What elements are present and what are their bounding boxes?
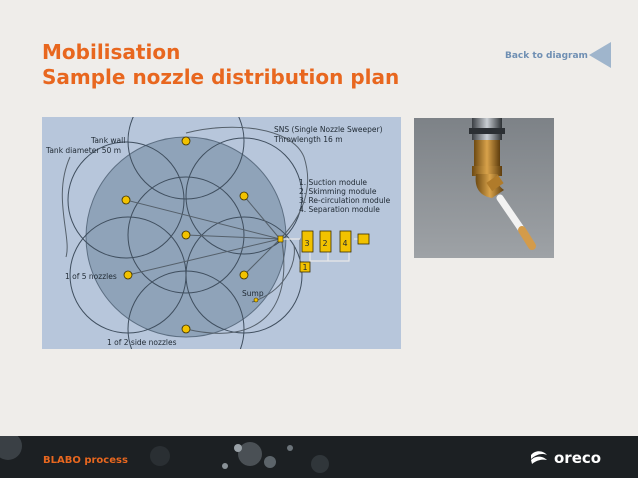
nozzle-photo xyxy=(414,118,554,258)
triangle-left-icon[interactable] xyxy=(589,42,611,68)
sns-connector xyxy=(277,235,284,243)
tank-wall-label: Tank wall xyxy=(90,136,125,145)
back-to-diagram-link[interactable]: Back to diagram xyxy=(505,51,588,61)
sump-label: Sump xyxy=(242,289,264,298)
module-box-label-3: 3 xyxy=(305,239,310,248)
module-box-3 xyxy=(301,230,314,253)
title-line-1: Mobilisation xyxy=(42,40,181,64)
module-box-label-2: 2 xyxy=(323,239,328,248)
throwlength-label: Throwlength 16 m xyxy=(273,135,343,144)
module-boxes xyxy=(299,230,370,273)
title-line-2: Sample nozzle distribution plan xyxy=(42,65,400,89)
sump-marker xyxy=(253,297,259,303)
module-box-1 xyxy=(299,261,311,273)
nozzle-distribution-diagram: 3 2 4 1 Tank wall Tank diameter 50 m SNS… xyxy=(42,117,401,349)
nozzle-label: 1 of 5 nozzles xyxy=(65,272,117,281)
footer-bar: BLABO process oreco xyxy=(0,436,638,478)
hose-lines xyxy=(61,126,309,334)
module-box-label-4: 4 xyxy=(343,239,348,248)
footer-bubbles xyxy=(0,436,329,473)
page-title: Mobilisation Sample nozzle distribution … xyxy=(42,40,399,90)
tank-diameter-label: Tank diameter 50 m xyxy=(45,146,121,155)
module-list-item-1: 1. Suction module xyxy=(299,178,367,187)
oreco-logo: oreco xyxy=(528,445,608,471)
footer-label: BLABO process xyxy=(43,455,128,466)
nozzles xyxy=(121,136,249,334)
oreco-swirl-icon xyxy=(531,451,547,464)
module-box-2 xyxy=(319,230,332,253)
module-list-item-4: 4. Separation module xyxy=(299,205,380,214)
module-box-extra xyxy=(357,233,370,245)
module-list-item-2: 2. Skimming module xyxy=(299,187,377,196)
sns-title-label: SNS (Single Nozzle Sweeper) xyxy=(274,125,383,134)
module-box-4 xyxy=(339,230,352,253)
side-nozzle-label: 1 of 2 side nozzles xyxy=(107,338,177,347)
coverage-circles xyxy=(67,117,303,349)
module-box-label-1: 1 xyxy=(303,263,308,272)
logo-text: oreco xyxy=(554,449,602,467)
module-list-item-3: 3. Re-circulation module xyxy=(299,196,391,205)
